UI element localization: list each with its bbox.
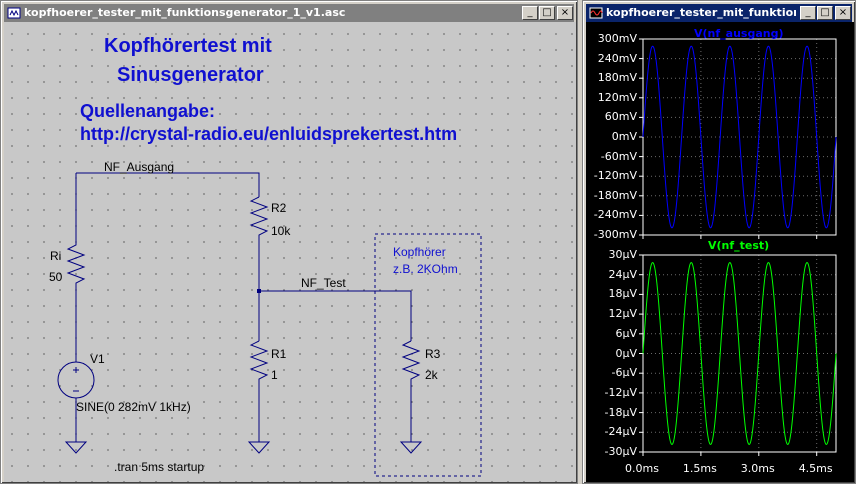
y-tick-label: 24µV xyxy=(608,267,637,281)
y-tick-label: -18µV xyxy=(604,405,638,419)
y-tick-label: -300mV xyxy=(593,228,637,241)
spice-directive: .tran 5ms startup xyxy=(114,460,205,474)
y-tick-label: -30µV xyxy=(604,445,638,458)
minimize-button[interactable]: _ xyxy=(522,6,538,20)
heading-line2: Sinusgenerator xyxy=(117,64,264,86)
close-button[interactable]: × xyxy=(557,6,573,20)
y-tick-label: 0µV xyxy=(615,346,637,360)
trace-v-nf-test- xyxy=(642,261,837,446)
x-tick-label: 1.5ms xyxy=(682,462,717,475)
waveform-titlebar[interactable]: kopfhoerer_tester_mit_funktionsge _ □ × xyxy=(586,4,852,22)
y-tick-label: 60mV xyxy=(604,110,637,124)
ground-v1 xyxy=(64,441,88,454)
ground-r3 xyxy=(399,441,423,454)
y-tick-label: 240mV xyxy=(597,51,637,65)
y-tick-label: 30µV xyxy=(608,248,637,261)
r2-value: 10k xyxy=(271,224,291,238)
schematic-title: kopfhoerer_tester_mit_funktionsgenerator… xyxy=(24,6,346,19)
ri-name: Ri xyxy=(50,249,62,263)
waveform-window: kopfhoerer_tester_mit_funktionsge _ □ × … xyxy=(582,0,856,484)
minimize-button[interactable]: _ xyxy=(800,6,816,20)
v1-value: SINE(0 282mV 1kHz) xyxy=(76,400,191,414)
r3-value: 2k xyxy=(425,368,438,382)
schematic-canvas[interactable]: Kopfhörertest mit Sinusgenerator Quellen… xyxy=(4,22,576,482)
r1-value: 1 xyxy=(271,368,278,382)
r2-name: R2 xyxy=(271,201,287,215)
y-tick-label: 12µV xyxy=(608,307,637,321)
r3-resistor-symbol xyxy=(401,340,421,442)
y-tick-label: 120mV xyxy=(597,90,637,104)
r1-resistor-symbol xyxy=(249,340,269,442)
y-tick-label: 300mV xyxy=(597,32,637,45)
headphone-label-line2: z.B. 2KOhm xyxy=(393,262,458,276)
x-tick-label: 0.0ms xyxy=(625,462,659,475)
wire-nf-ausgang xyxy=(76,172,260,197)
waveform-canvas[interactable]: V(nf_ausgang) V(nf_test) 300mV 240mV 180mV… xyxy=(586,22,854,482)
y-tick-label: 180mV xyxy=(597,71,637,85)
plot2-title: V(nf_test) xyxy=(708,239,770,252)
ri-resistor-symbol xyxy=(66,173,86,362)
schematic-wires xyxy=(57,172,482,477)
v1-name: V1 xyxy=(90,352,105,366)
wire-nf-test xyxy=(259,290,412,341)
close-button[interactable]: × xyxy=(835,6,851,20)
net-label-nf-test: NF_Test xyxy=(301,276,346,290)
r3-name: R3 xyxy=(425,347,441,361)
net-label-nf-ausgang: NF_Ausgang xyxy=(104,160,175,174)
heading-line1: Kopfhörertest mit xyxy=(104,35,272,57)
r1-name: R1 xyxy=(271,347,287,361)
source-label: Quellenangabe: xyxy=(80,101,216,121)
ri-value: 50 xyxy=(49,270,63,284)
waveform-title: kopfhoerer_tester_mit_funktionsge xyxy=(606,6,796,19)
plot1-title: V(nf_ausgang) xyxy=(694,27,784,40)
source-url: http://crystal-radio.eu/enluidsprekertes… xyxy=(80,124,458,144)
maximize-button[interactable]: □ xyxy=(817,6,833,20)
y-tick-label: -60mV xyxy=(600,149,637,163)
r2-resistor-symbol xyxy=(249,196,269,341)
y-tick-label: -12µV xyxy=(604,385,638,399)
headphone-label-line1: Kopfhörer xyxy=(393,245,446,259)
waveform-app-icon xyxy=(589,7,603,19)
schematic-window: kopfhoerer_tester_mit_funktionsgenerator… xyxy=(0,0,578,484)
ground-r1 xyxy=(247,441,271,454)
schematic-app-icon xyxy=(7,7,21,19)
y-tick-label: -180mV xyxy=(593,188,637,202)
y-tick-label: -6µV xyxy=(611,366,638,380)
junction-dot xyxy=(257,289,261,293)
y-tick-label: 6µV xyxy=(615,326,637,340)
y-tick-label: -24µV xyxy=(604,425,638,439)
x-tick-label: 3.0ms xyxy=(740,462,775,475)
schematic-titlebar[interactable]: kopfhoerer_tester_mit_funktionsgenerator… xyxy=(4,4,574,22)
maximize-button[interactable]: □ xyxy=(539,6,555,20)
y-tick-label: -240mV xyxy=(593,208,637,222)
waveform-plots xyxy=(639,38,837,456)
trace-v-nf-ausgang- xyxy=(642,45,837,229)
y-tick-label: 0mV xyxy=(611,130,637,143)
y-tick-label: -120mV xyxy=(593,169,637,183)
x-tick-label: 4.5ms xyxy=(798,462,833,475)
y-tick-label: 18µV xyxy=(608,287,637,301)
